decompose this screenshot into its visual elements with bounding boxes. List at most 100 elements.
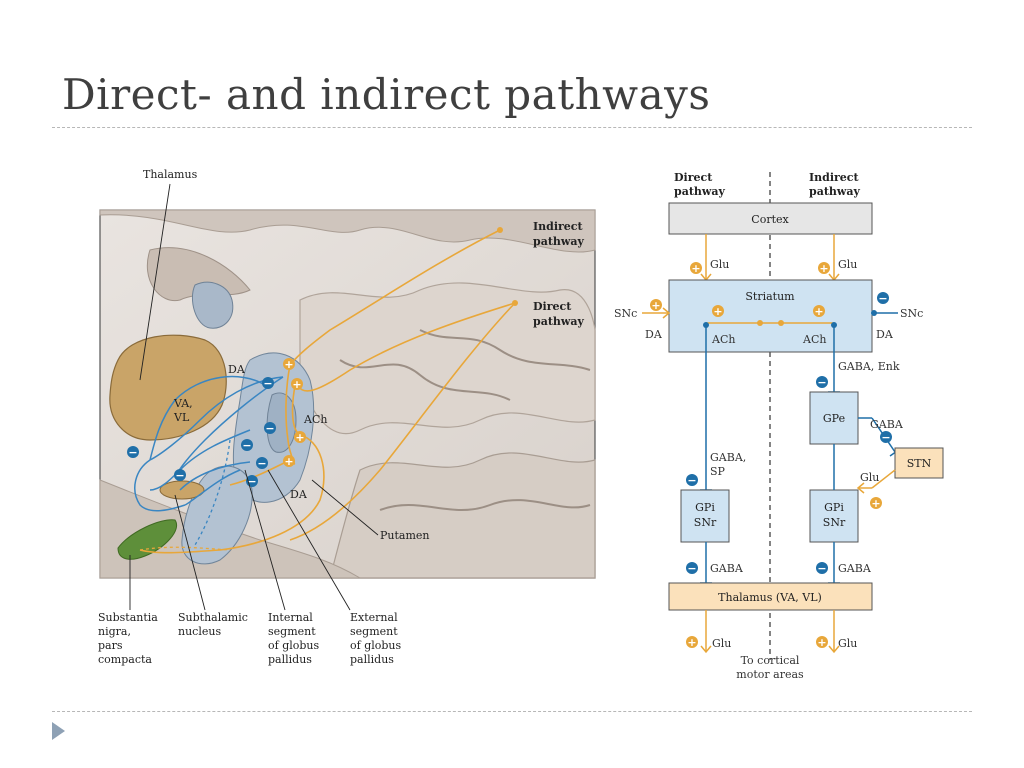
triangle-bullet-icon xyxy=(52,722,65,740)
plus-marker-icon: + xyxy=(817,636,826,649)
minus-marker-icon: − xyxy=(687,562,696,575)
svg-text:+: + xyxy=(814,305,823,318)
svg-text:+: + xyxy=(284,455,293,468)
internal-gp-callout-1: Internal xyxy=(268,611,313,624)
glu-stn-label: Glu xyxy=(860,471,879,484)
substantia-nigra-callout-4: compacta xyxy=(98,653,152,666)
title-divider xyxy=(52,127,972,128)
glu-out-right-label: Glu xyxy=(838,637,857,650)
minus-marker-icon: − xyxy=(256,457,268,470)
indirect-header-1: Indirect xyxy=(809,171,860,184)
plus-marker-icon: + xyxy=(291,378,303,391)
to-cortical-label-1: To cortical xyxy=(741,654,800,667)
gpi-right-label-1: GPi xyxy=(824,501,844,514)
minus-marker-icon: − xyxy=(262,377,274,390)
internal-gp-callout-2: segment xyxy=(268,625,316,638)
direct-pathway-label-2: pathway xyxy=(533,315,584,328)
gaba-gpe-stn-label: GABA xyxy=(870,418,904,431)
glu-cortex-right-label: Glu xyxy=(838,258,857,271)
svg-text:+: + xyxy=(284,358,293,371)
direct-pathway-label-1: Direct xyxy=(533,300,572,313)
snc-right-label: SNc xyxy=(900,307,923,320)
minus-marker-icon: − xyxy=(817,376,826,389)
gaba-right-label: GABA xyxy=(838,562,872,575)
gaba-sp-label-2: SP xyxy=(710,465,726,478)
plus-marker-icon: + xyxy=(283,358,295,371)
gpe-box xyxy=(809,391,859,445)
da-top-label: DA xyxy=(228,363,246,376)
external-gp-callout-3: of globus xyxy=(350,639,401,652)
substantia-nigra-callout-3: pars xyxy=(98,639,123,652)
striatum-label: Striatum xyxy=(745,290,795,303)
va-label: VA, xyxy=(173,397,193,410)
minus-marker-icon: − xyxy=(246,475,258,488)
gpi-left-box xyxy=(680,489,730,543)
striatum-box xyxy=(668,279,873,353)
da-left-label: DA xyxy=(645,328,663,341)
plus-marker-icon: + xyxy=(818,262,830,275)
internal-gp-callout-3: of globus xyxy=(268,639,319,652)
ach-label: ACh xyxy=(303,413,327,426)
plus-marker-icon: + xyxy=(687,636,696,649)
glu-cortex-left-label: Glu xyxy=(710,258,729,271)
minus-marker-icon: − xyxy=(241,439,253,452)
svg-text:−: − xyxy=(242,439,251,452)
thalamus-box xyxy=(668,582,873,611)
indirect-header-2: pathway xyxy=(809,185,860,198)
cortex-label: Cortex xyxy=(751,213,789,226)
left-callouts: Thalamus Indirect pathway Direct pathway… xyxy=(98,168,584,666)
plus-marker-icon: + xyxy=(294,431,306,444)
svg-text:−: − xyxy=(263,377,272,390)
substantia-nigra-callout-1: Substantia xyxy=(98,611,158,624)
minus-marker-icon: − xyxy=(687,474,696,487)
plus-marker-icon: + xyxy=(712,305,724,318)
svg-text:+: + xyxy=(691,262,700,275)
da-right-label: DA xyxy=(876,328,894,341)
minus-marker-icon: − xyxy=(174,469,186,482)
svg-text:+: + xyxy=(292,378,301,391)
gpi-left-label-2: SNr xyxy=(694,516,717,529)
minus-marker-icon: − xyxy=(881,431,890,444)
minus-marker-icon: − xyxy=(878,292,887,305)
svg-text:−: − xyxy=(257,457,266,470)
footer-divider xyxy=(52,711,972,712)
svg-text:+: + xyxy=(819,262,828,275)
substantia-nigra-callout-2: nigra, xyxy=(98,625,131,638)
indirect-pathway-label-1: Indirect xyxy=(533,220,584,233)
subthalamic-callout-1: Subthalamic xyxy=(178,611,248,624)
ach-left-label: ACh xyxy=(711,333,735,346)
gaba-enk-label: GABA, Enk xyxy=(838,360,900,373)
internal-gp-callout-4: pallidus xyxy=(268,653,312,666)
gpi-left-label-1: GPi xyxy=(695,501,715,514)
external-gp-callout-1: External xyxy=(350,611,398,624)
plus-marker-icon: + xyxy=(651,299,660,312)
da-bottom-label: DA xyxy=(290,488,308,501)
plus-marker-icon: + xyxy=(690,262,702,275)
glu-out-left-label: Glu xyxy=(712,637,731,650)
svg-text:+: + xyxy=(295,431,304,444)
snc-left-label: SNc xyxy=(614,307,637,320)
to-cortical-label-2: motor areas xyxy=(736,668,804,681)
svg-text:+: + xyxy=(713,305,722,318)
plus-marker-icon: + xyxy=(871,497,880,510)
indirect-pathway-label-2: pathway xyxy=(533,235,584,248)
direct-header-1: Direct xyxy=(674,171,713,184)
pathway-schematic: Direct pathway Indirect pathway Cortex +… xyxy=(614,171,944,681)
external-gp-callout-2: segment xyxy=(350,625,398,638)
minus-marker-icon: − xyxy=(817,562,826,575)
svg-text:−: − xyxy=(128,446,137,459)
plus-marker-icon: + xyxy=(813,305,825,318)
stn-box xyxy=(894,447,944,479)
svg-text:−: − xyxy=(265,422,274,435)
external-gp-callout-4: pallidus xyxy=(350,653,394,666)
stn-label: STN xyxy=(907,457,932,470)
brain-illustration: + + + + − − − − − − − DA ACh DA VA, VL xyxy=(99,209,596,579)
gaba-left-label: GABA xyxy=(710,562,744,575)
minus-marker-icon: − xyxy=(264,422,276,435)
plus-marker-icon: + xyxy=(283,455,295,468)
cortex-box xyxy=(668,202,873,235)
svg-text:−: − xyxy=(247,475,256,488)
gaba-sp-label-1: GABA, xyxy=(710,451,746,464)
vl-label: VL xyxy=(173,411,190,424)
